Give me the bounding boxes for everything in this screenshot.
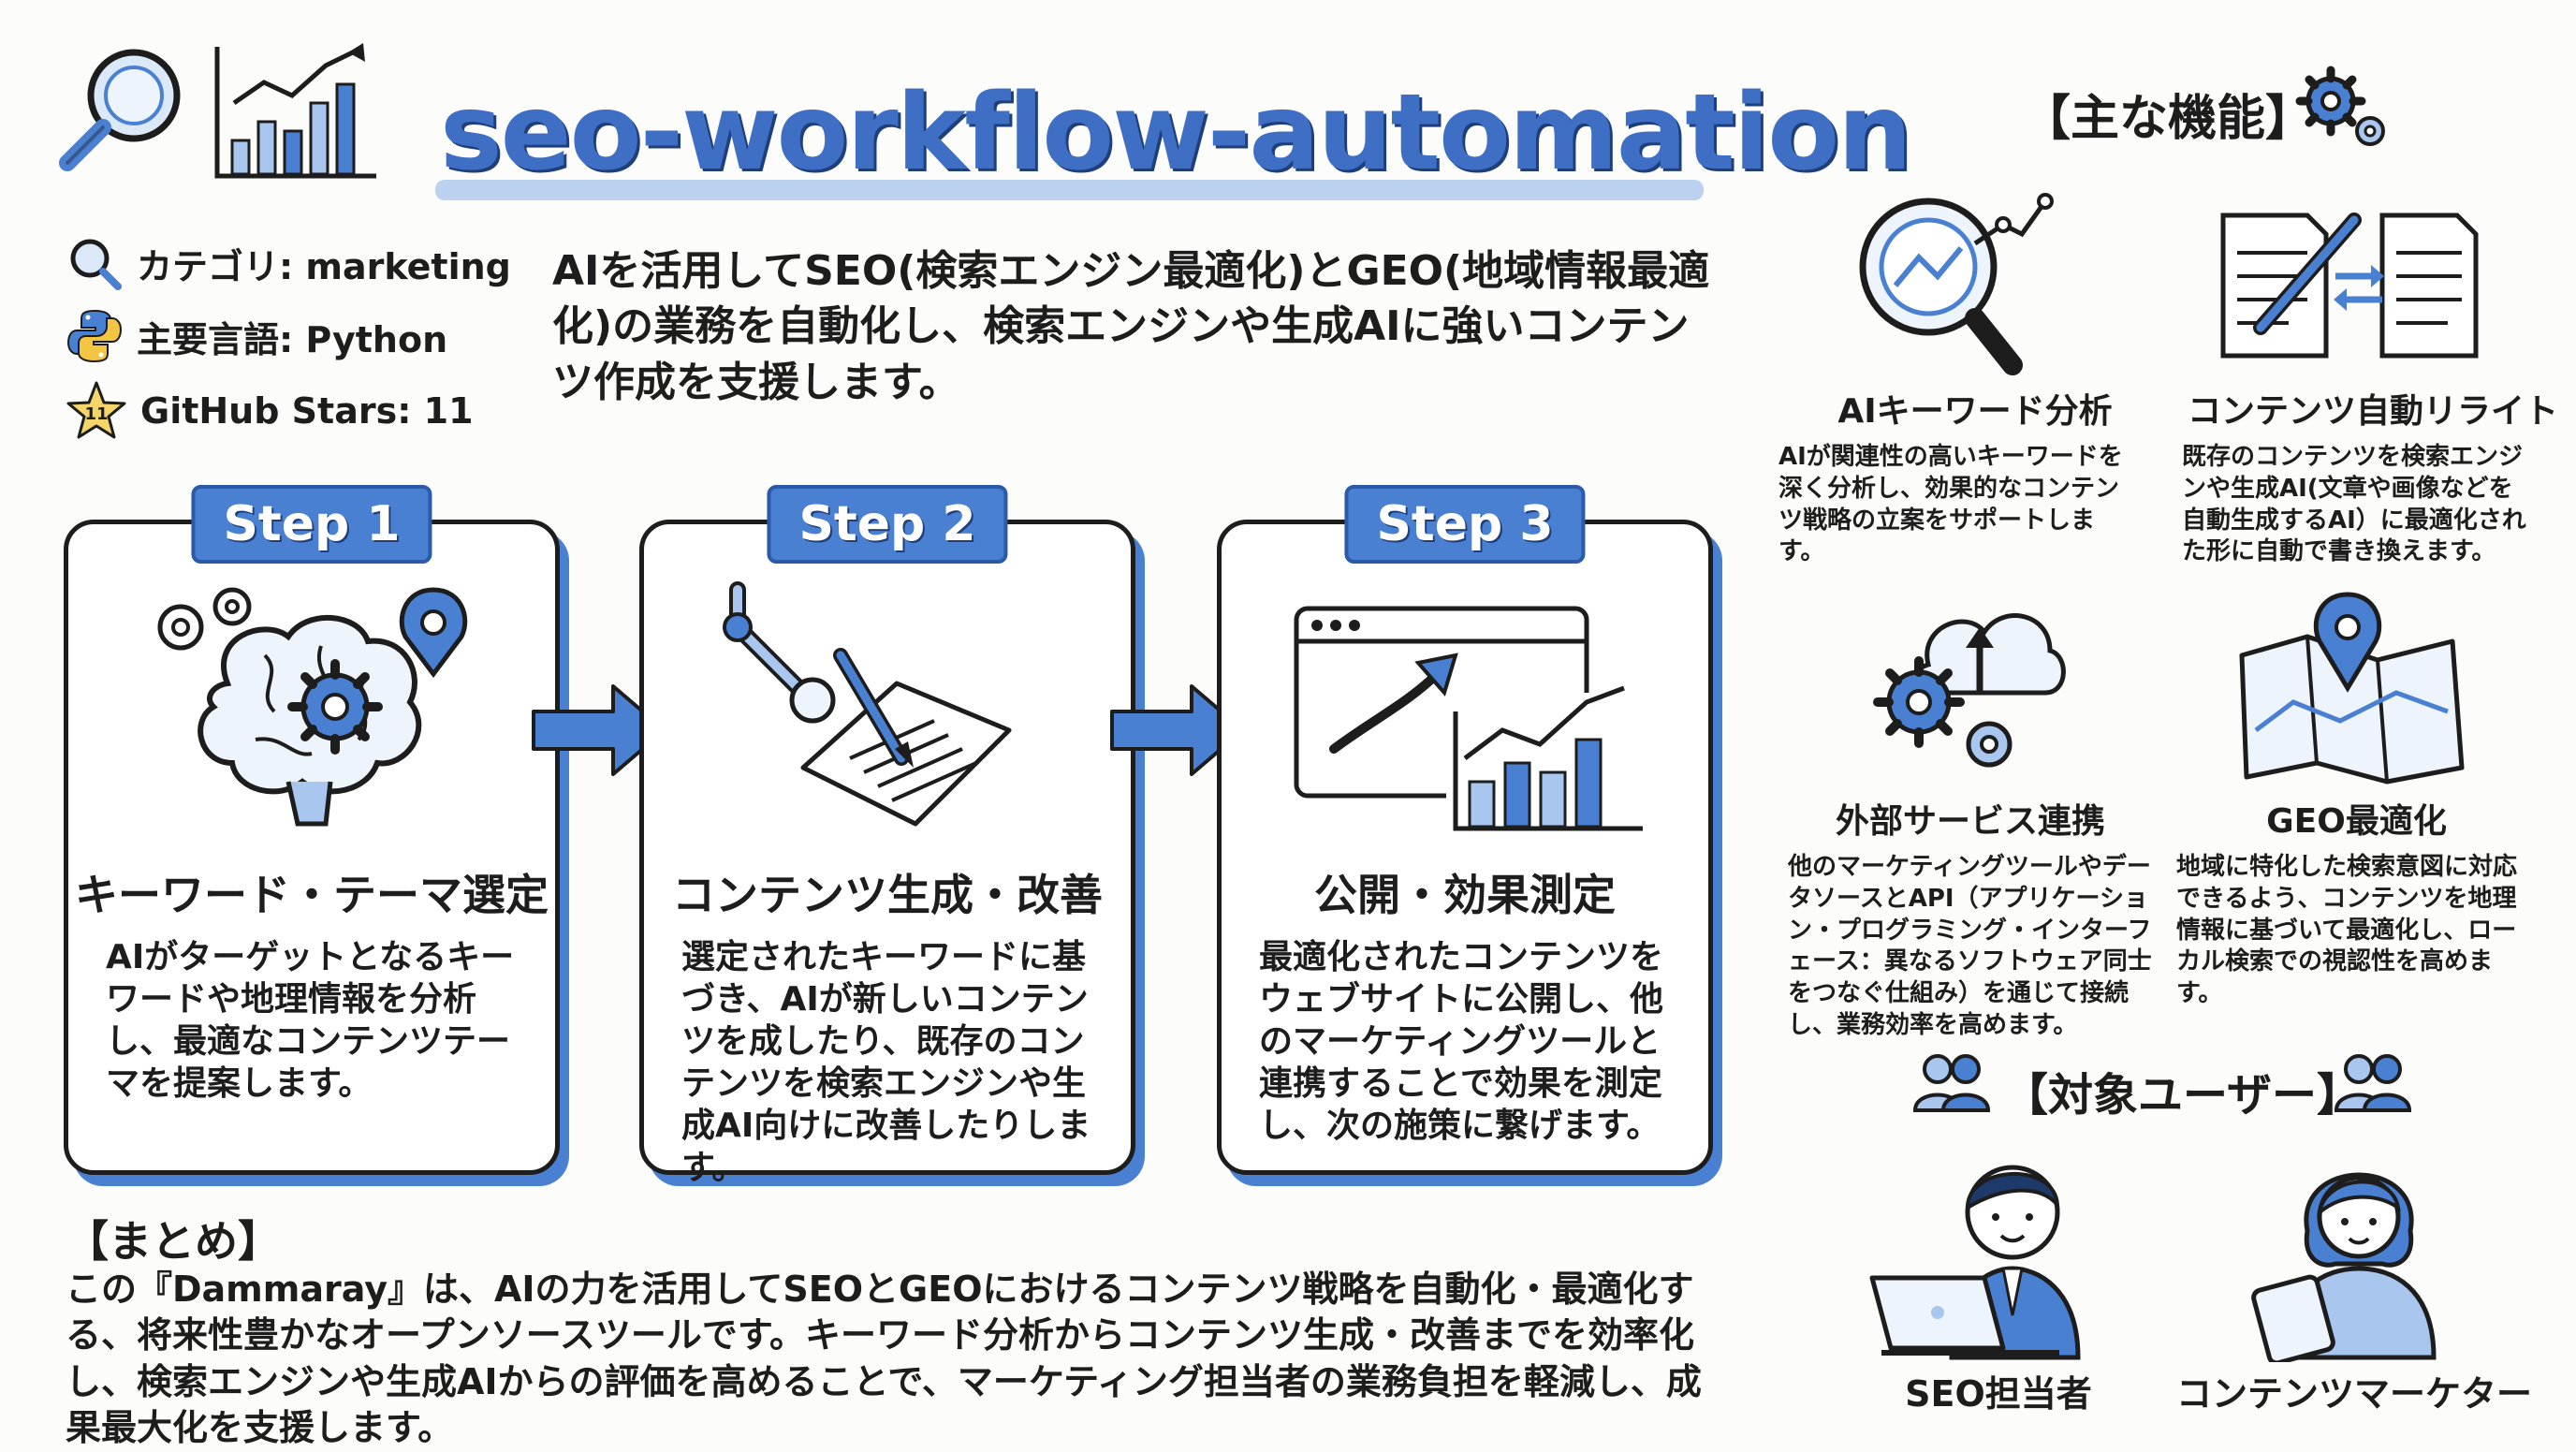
summary-heading: 【まとめ】 xyxy=(66,1216,281,1267)
feature-keyword-analysis: AIキーワード分析 AIが関連性の高いキーワードを深く分析し、効果的なコンテンツ… xyxy=(1778,384,2172,568)
user-group-icon xyxy=(1912,1054,1991,1112)
user-label-1: SEO担当者 xyxy=(1905,1373,2092,1415)
feature-body-4: 地域に特化した検索意図に対応できるよう、コンテンツを地理情報に基づいて最適化し、… xyxy=(2176,853,2518,1008)
page-title: seo-workflow-automation xyxy=(440,72,1912,194)
keyword-analysis-icon xyxy=(1859,193,2054,375)
category-text: カテゴリ: marketing xyxy=(137,245,511,287)
users-heading: 【対象ユーザー】 xyxy=(2003,1069,2363,1122)
feature-body-1: AIが関連性の高いキーワードを深く分析し、効果的なコンテンツ戦略の立案をサポート… xyxy=(1778,443,2123,566)
description: AIを活用してSEO(検索エンジン最適化)とGEO(地域情報最適化)の業務を自動… xyxy=(552,247,1710,406)
search-icon xyxy=(70,239,122,290)
step-body-2: 選定されたキーワードに基づき、AIが新しいコンテンツを成したり、既存のコンテンツ… xyxy=(681,938,1091,1187)
stars-badge: 11 xyxy=(84,404,108,424)
star-icon: 11 xyxy=(66,381,126,439)
cloud-integration-icon xyxy=(1873,613,2066,768)
meta-category: カテゴリ: marketing xyxy=(66,234,511,292)
feature-body-2: 既存のコンテンツを検索エンジンや生成AI(文章や画像などを自動生成するAI）に最… xyxy=(2182,443,2526,566)
rewrite-documents-icon xyxy=(2220,213,2479,359)
feature-title-3: 外部サービス連携 xyxy=(1835,802,2105,841)
feature-title-2: コンテンツ自動リライト xyxy=(2187,392,2558,431)
step-badge-1: Step 1 xyxy=(191,485,432,564)
step-badge-3: Step 3 xyxy=(1344,485,1586,564)
step-title-1: キーワード・テーマ選定 xyxy=(75,870,549,920)
features-heading: 【主な機能】 xyxy=(2022,91,2315,147)
python-icon xyxy=(66,309,123,363)
feature-title-1: AIキーワード分析 xyxy=(1837,392,2113,431)
user-label-2: コンテンツマーケター xyxy=(2175,1373,2532,1415)
feature-body-3: 他のマーケティングツールやデータソースとAPI（アプリケーション・プログラミング… xyxy=(1788,853,2152,1039)
meta-list: カテゴリ: marketing 主要言語: Python 11 GitHub S… xyxy=(66,234,511,442)
growth-chart-icon xyxy=(214,43,376,179)
robot-writing-icon xyxy=(723,581,1012,827)
step-card-2: Step 2 コンテンツ生成・改善 選定されたキーワードに基づき、AIが新しいコ… xyxy=(639,485,1135,1187)
feature-title-4: GEO最適化 xyxy=(2266,802,2447,841)
language-text: 主要言語: Python xyxy=(137,318,448,360)
feature-geo-optimization: GEO最適化 地域に特化した検索意図に対応できるよう、コンテンツを地理情報に基づ… xyxy=(2176,794,2537,1010)
arrow-right-icon xyxy=(532,684,666,776)
step-card-1: Step 1 キーワード・テーマ選定 AIがターゲットとなるキーワードや地理情報… xyxy=(64,485,560,1175)
gears-icon xyxy=(2295,66,2385,146)
map-pin-icon xyxy=(2239,592,2465,785)
seo-person-laptop-icon xyxy=(1869,1165,2081,1360)
step-title-2: コンテンツ生成・改善 xyxy=(672,870,1103,920)
user-group-icon xyxy=(2334,1054,2412,1112)
title-underline xyxy=(435,180,1704,200)
summary-text: この『Dammaray』は、AIの力を活用してSEOとGEOにおけるコンテンツ戦… xyxy=(66,1269,1702,1449)
step-card-3: Step 3 公開・効果測定 最適化されたコンテンツをウェブサイトに公開し、他の… xyxy=(1217,485,1713,1175)
marketer-person-tablet-icon xyxy=(2251,1172,2437,1362)
meta-stars: 11 GitHub Stars: 11 xyxy=(66,380,511,442)
step-badge-2: Step 2 xyxy=(767,485,1008,564)
meta-language: 主要言語: Python xyxy=(66,307,511,365)
step-title-3: 公開・効果測定 xyxy=(1314,870,1616,920)
brain-gear-icon xyxy=(157,587,468,827)
feature-content-rewrite: コンテンツ自動リライト 既存のコンテンツを検索エンジンや生成AI(文章や画像など… xyxy=(2176,384,2569,568)
step-body-1: AIがターゲットとなるキーワードや地理情報を分析し、最適なコンテンツテーマを提案… xyxy=(106,938,515,1103)
magnifier-icon xyxy=(59,49,181,171)
step-body-3: 最適化されたコンテンツをウェブサイトに公開し、他のマーケティングツールと連携する… xyxy=(1259,938,1664,1145)
feature-external-integration: 外部サービス連携 他のマーケティングツールやデータソースとAPI（アプリケーショ… xyxy=(1788,794,2153,1042)
browser-growth-icon xyxy=(1294,606,1643,833)
stars-text: GitHub Stars: 11 xyxy=(140,390,474,432)
